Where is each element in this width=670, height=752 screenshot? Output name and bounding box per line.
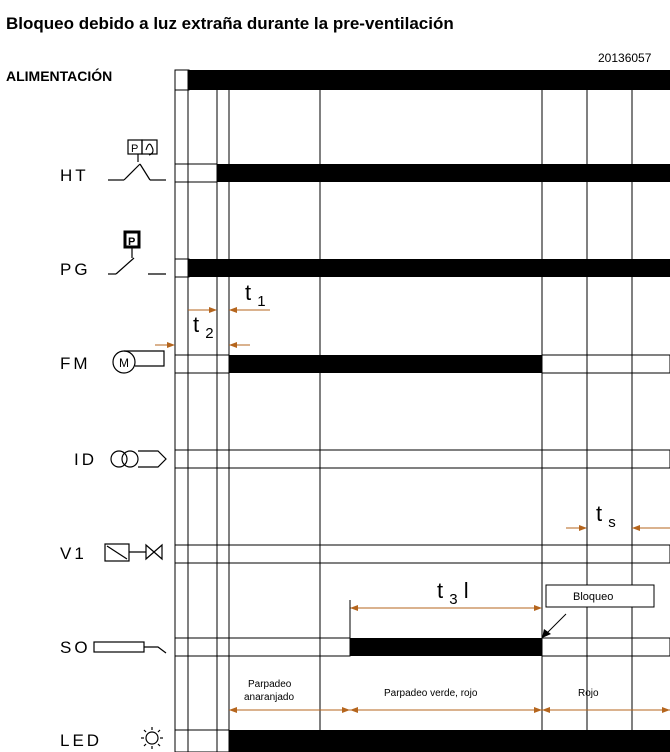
row-led: LED [60,727,670,752]
signal-label-alimentacion: ALIMENTACIÓN [6,67,112,84]
row-id: ID [74,449,670,469]
row-pg: PG P [60,230,670,279]
fan-motor-letter: M [119,356,129,370]
led-phase-annotations: Parpadeo anaranjado Parpadeo verde, rojo… [229,679,670,713]
row-v1: V1 [60,543,670,564]
ts-main: t [596,501,602,526]
led-phase1-line2: anaranjado [244,692,294,703]
signal-label-so: SO [60,638,91,657]
timing-ts: t s [566,501,670,531]
svg-text:t 3 l: t 3 l [437,578,469,609]
t1-main: t [245,280,251,305]
signal-on-bar [217,164,670,182]
signal-label-id: ID [74,450,97,469]
thermostat-switch-icon: P [108,139,166,181]
timing-t1: t 1 [188,280,270,313]
t3-sub: 3 [449,591,457,608]
t2-main: t [193,312,199,337]
thermostat-letter: P [131,143,138,155]
signal-on-bar [189,259,670,277]
signal-on-bar [189,70,670,90]
t2-sub: 2 [205,325,213,342]
ts-sub: s [608,514,616,531]
svg-text:t 2: t 2 [193,312,214,342]
timing-t3: t 3 l [349,578,542,640]
pressure-switch-icon: P [108,230,166,275]
row-fm: FM M [60,350,670,374]
valve-icon [104,543,163,562]
signal-on-bar [229,355,542,373]
figure-id: 20136057 [598,51,652,65]
signal-label-fm: FM [60,354,91,373]
diagram-title: Bloqueo debido a luz extraña durante la … [6,14,454,33]
fan-motor-icon: M [112,350,165,374]
led-phase3-label: Rojo [578,688,599,699]
signal-label-pg: PG [60,260,91,279]
row-so: SO [60,637,670,657]
svg-text:t 1: t 1 [245,280,266,310]
signal-on-bar [229,730,670,752]
signal-label-ht: HT [60,166,89,185]
led-phase1-line1: Parpadeo [248,679,292,690]
led-phase2-label: Parpadeo verde, rojo [384,688,478,699]
signal-label-led: LED [60,731,102,750]
signal-on-bar [350,638,542,656]
pressure-switch-letter: P [128,236,135,248]
flame-sensor-icon [93,641,167,654]
timing-t2: t 2 [155,312,250,348]
signal-label-v1: V1 [60,544,87,563]
row-ht: HT P [60,139,670,185]
led-icon [141,727,163,749]
ignition-transformer-icon [110,450,167,468]
lockout-annotation: Bloqueo [542,584,655,638]
lockout-label: Bloqueo [573,591,613,603]
row-alimentacion: ALIMENTACIÓN [6,67,670,91]
time-grid [174,70,633,752]
svg-text:t s: t s [596,501,616,531]
t3-main: t [437,578,443,603]
t1-sub: 1 [257,293,265,310]
t3-suffix: l [464,578,469,603]
